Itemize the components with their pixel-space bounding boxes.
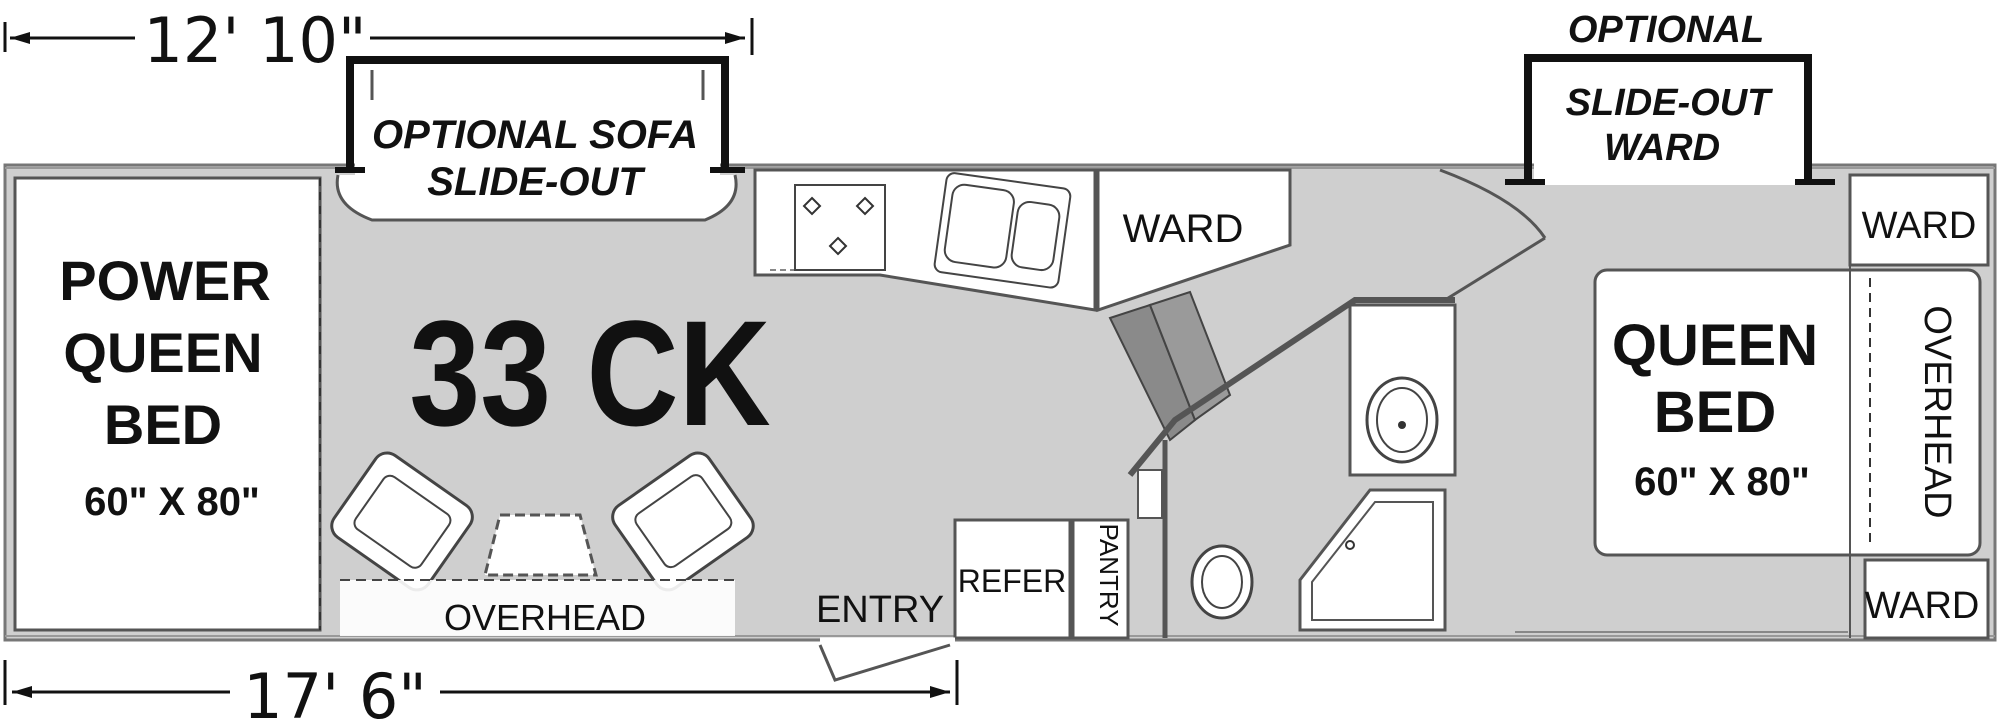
rear-bed-size: 60" X 80" bbox=[1634, 460, 1810, 504]
recliner-right bbox=[611, 451, 755, 592]
ward-top-right: WARD bbox=[1848, 173, 1990, 267]
top-dimension-label: 12' 10" bbox=[143, 4, 366, 77]
sofa-slide-label-line1: OPTIONAL SOFA bbox=[372, 113, 698, 157]
bedroom-steps bbox=[1108, 290, 1232, 442]
kitchen-wardrobe: WARD bbox=[1096, 168, 1292, 313]
shower bbox=[1298, 488, 1447, 632]
bottom-dimension: 17' 6" bbox=[3, 660, 959, 728]
queen-bed: QUEEN BED 60" X 80" OVERHEAD bbox=[1593, 268, 1982, 557]
refer-label: REFER bbox=[958, 563, 1066, 599]
sink-icon bbox=[933, 172, 1072, 289]
entry-label: ENTRY bbox=[816, 589, 944, 631]
bathroom-vanity bbox=[1348, 303, 1457, 477]
rear-bed-label-line2: BED bbox=[1654, 380, 1776, 445]
bathroom-wall bbox=[1127, 297, 1455, 638]
ward-slide-out: OPTIONAL SLIDE-OUT WARD bbox=[1505, 9, 1835, 185]
side-table bbox=[483, 513, 598, 577]
sofa-slide-out: OPTIONAL SOFA SLIDE-OUT bbox=[335, 56, 745, 222]
ward-bottom-right-label: WARD bbox=[1865, 585, 1980, 627]
power-queen-bed: POWER QUEEN BED 60" X 80" bbox=[13, 176, 322, 632]
bottom-dimension-label: 17' 6" bbox=[243, 660, 427, 728]
front-bed-label-line2: QUEEN bbox=[63, 321, 262, 384]
ward-slide-label-line2: WARD bbox=[1604, 127, 1720, 169]
top-dimension: 12' 10" bbox=[3, 4, 754, 77]
entry-door: ENTRY bbox=[816, 589, 955, 682]
rear-bed-label-line1: QUEEN bbox=[1612, 313, 1818, 378]
refrigerator: REFER bbox=[953, 518, 1072, 640]
overhead-right-label: OVERHEAD bbox=[1916, 305, 1958, 518]
pantry-label: PANTRY bbox=[1094, 523, 1124, 626]
pantry: PANTRY bbox=[1071, 518, 1130, 640]
front-bed-label-line3: BED bbox=[104, 393, 222, 456]
front-bed-size: 60" X 80" bbox=[84, 480, 260, 524]
stove-icon bbox=[794, 184, 886, 271]
overhead-left-cabinet: OVERHEAD bbox=[340, 579, 735, 638]
ward-top-right-label: WARD bbox=[1862, 205, 1977, 247]
sofa-slide-label-line2: SLIDE-OUT bbox=[427, 160, 646, 204]
overhead-left-label: OVERHEAD bbox=[444, 597, 646, 638]
recliner-left bbox=[330, 451, 474, 592]
front-bed-label-line1: POWER bbox=[59, 249, 271, 312]
ward-slide-label-line1: SLIDE-OUT bbox=[1566, 82, 1774, 124]
ward-slide-title: OPTIONAL bbox=[1568, 9, 1764, 51]
ward-bottom-right: WARD bbox=[1863, 558, 1990, 640]
model-name: 33 CK bbox=[409, 290, 770, 457]
toilet-icon bbox=[1190, 544, 1254, 620]
bedroom-door bbox=[1439, 168, 1547, 302]
ward-kitchen-label: WARD bbox=[1123, 207, 1244, 251]
